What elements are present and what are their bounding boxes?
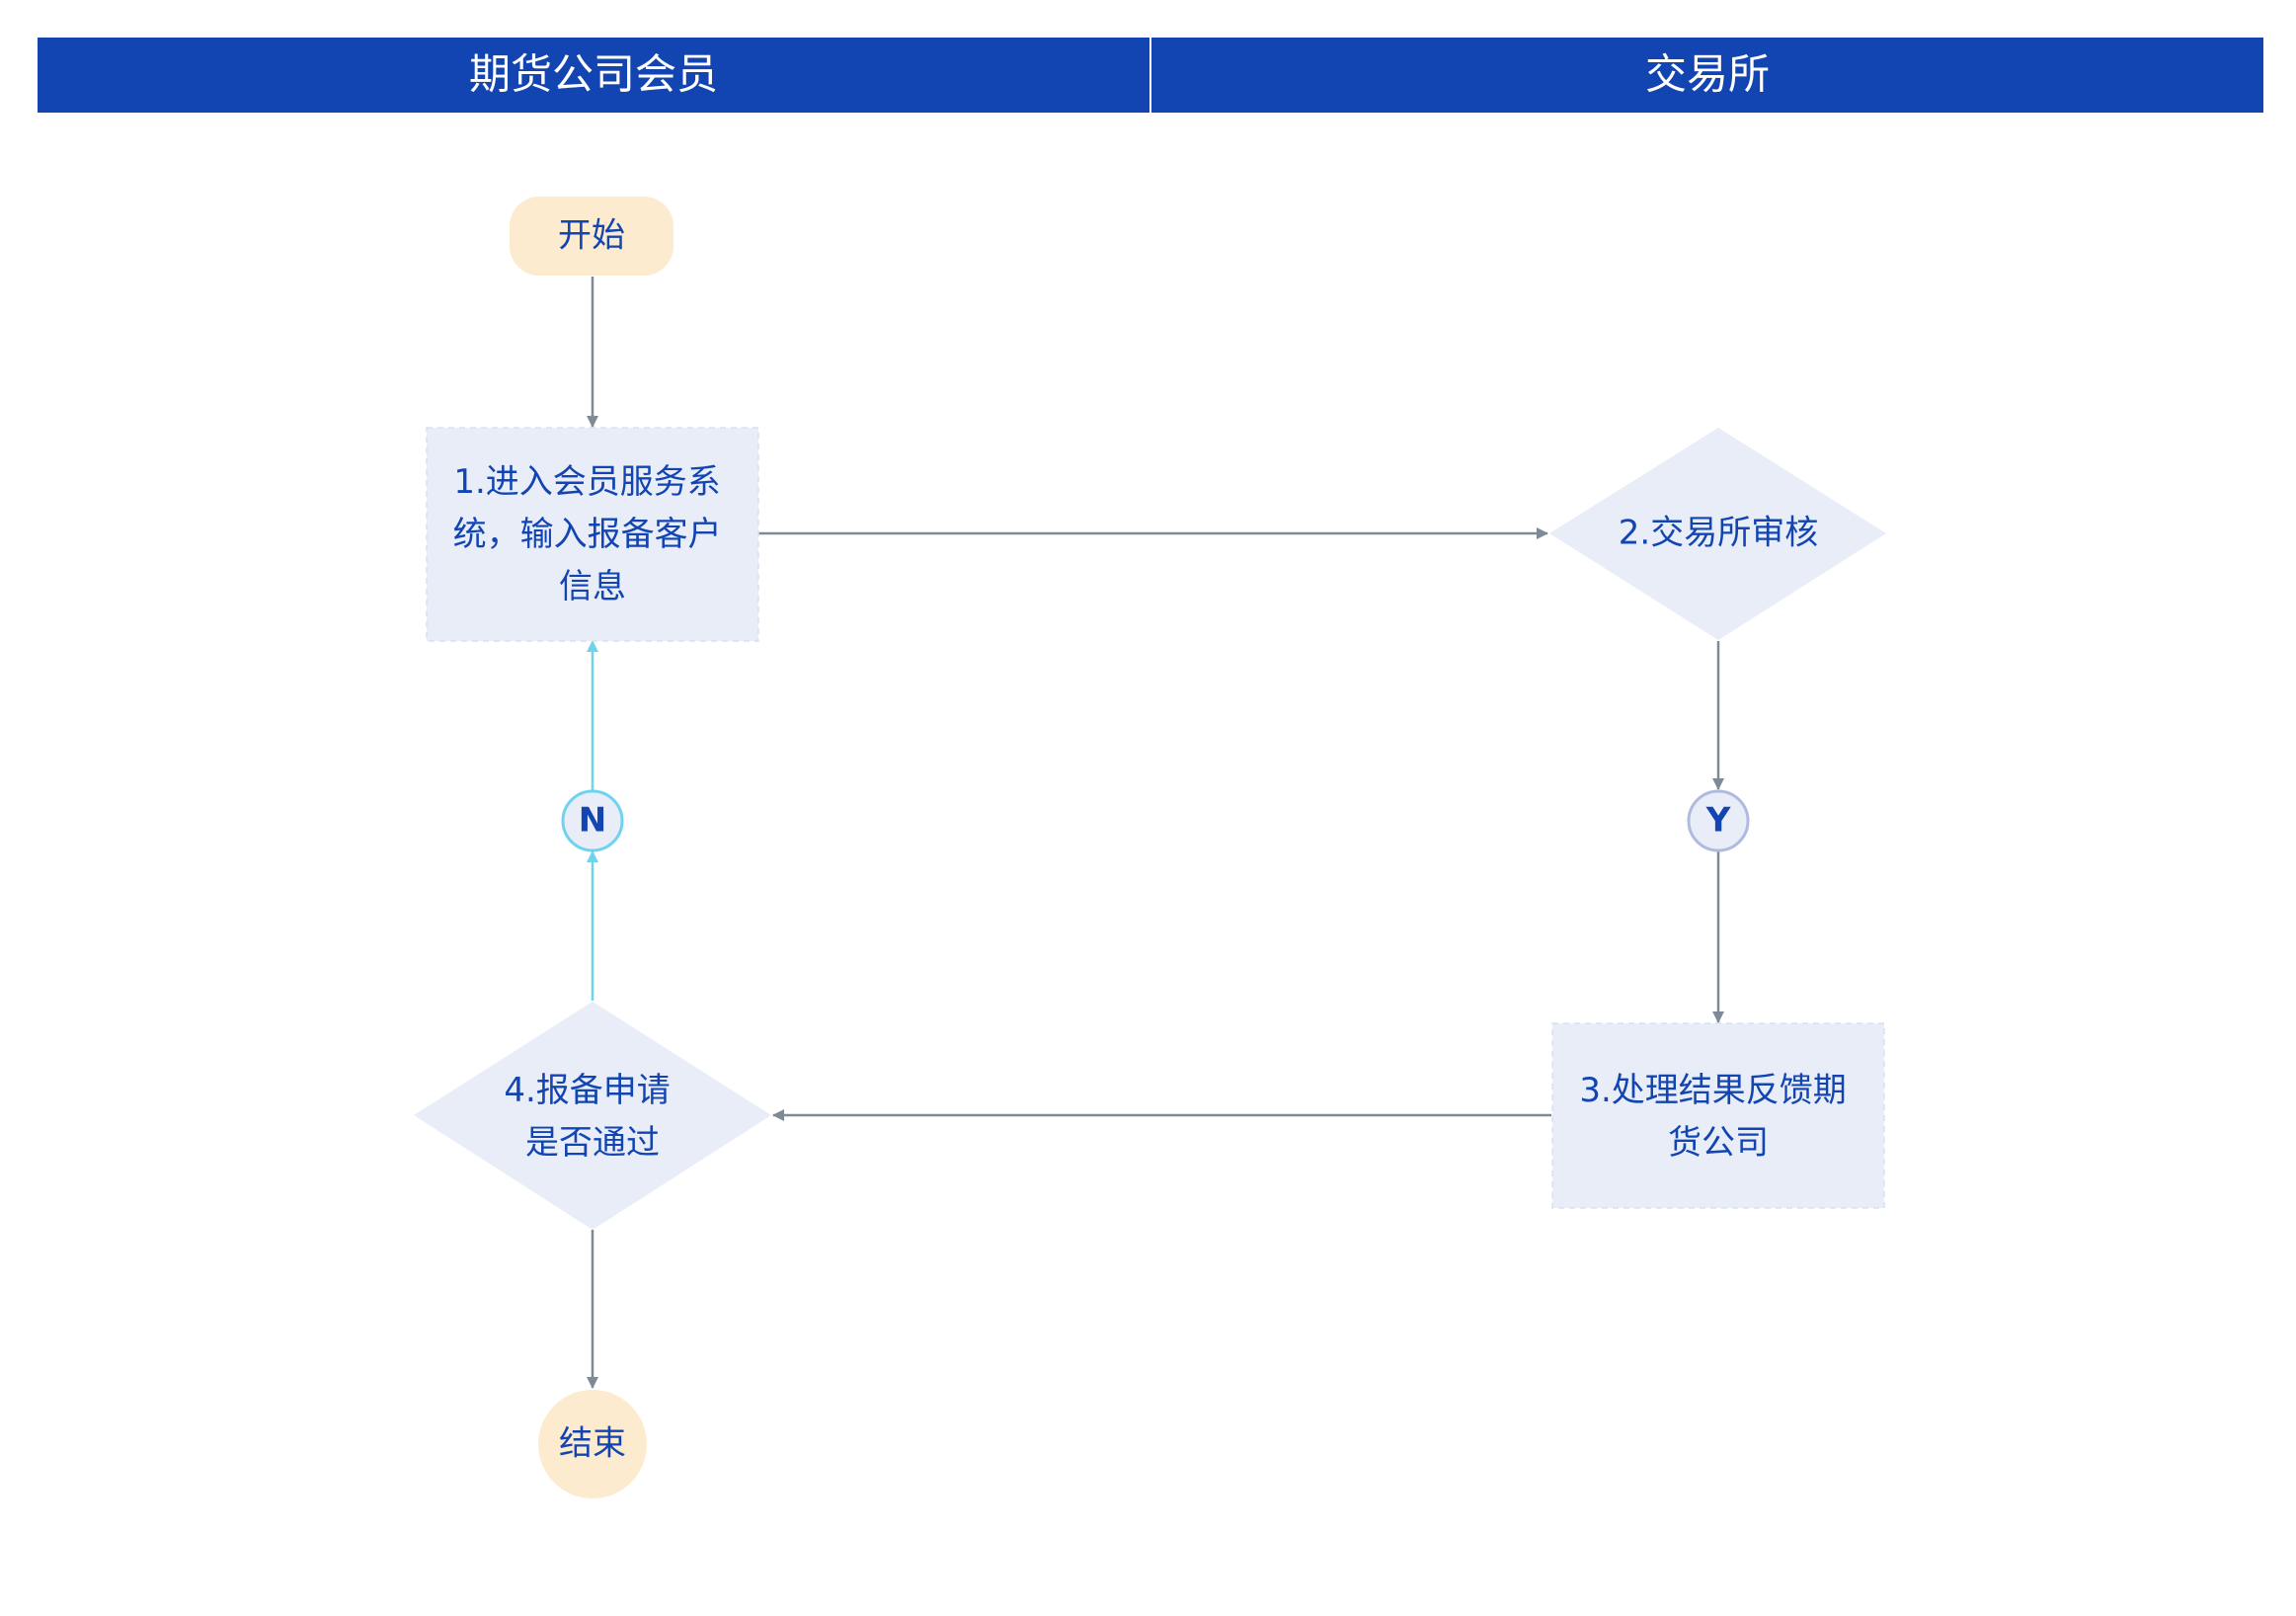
step4-label-line: 是否通过: [525, 1123, 660, 1163]
yes-badge: Y: [1687, 789, 1750, 852]
start-label: 开始: [558, 216, 625, 256]
step1-label-line: 信息: [559, 567, 626, 606]
lane-title-exchange: 交易所: [1645, 50, 1770, 99]
step3-label: 3.处理结果反馈期 货公司: [1579, 1071, 1857, 1163]
step1-node: 1.进入会员服务系 统，输入报备客户 信息: [426, 427, 759, 642]
step2-label: 2.交易所审核: [1619, 514, 1818, 553]
step3-label-line: 3.处理结果反馈期: [1579, 1071, 1846, 1110]
step4-label: 4.报备申请 是否通过: [504, 1071, 680, 1163]
step2-node: 2.交易所审核: [1549, 428, 1886, 640]
yes-badge-label: Y: [1705, 801, 1731, 841]
step1-label-line: 1.进入会员服务系: [453, 462, 720, 502]
step3-node: 3.处理结果反馈期 货公司: [1551, 1022, 1885, 1209]
step4-node: 4.报备申请 是否通过: [414, 1002, 771, 1230]
step3-label-line: 货公司: [1668, 1123, 1769, 1163]
no-badge: N: [561, 789, 624, 852]
lane-header-member: 期货公司会员: [38, 38, 1149, 113]
end-node: 结束: [538, 1390, 647, 1498]
lane-header-exchange: 交易所: [1151, 38, 2263, 113]
end-label: 结束: [559, 1424, 626, 1464]
step1-label-line: 统，输入报备客户: [453, 515, 722, 554]
lane-title-member: 期货公司会员: [469, 50, 718, 99]
step4-label-line: 4.报备申请: [504, 1071, 670, 1110]
start-node: 开始: [510, 197, 673, 276]
step1-label: 1.进入会员服务系 统，输入报备客户 信息: [453, 462, 733, 606]
no-badge-label: N: [579, 801, 606, 841]
